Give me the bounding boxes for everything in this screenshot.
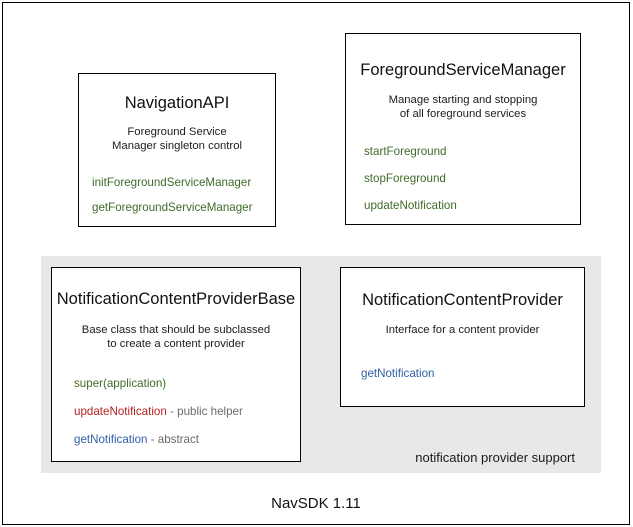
member-name: super(application) [74,377,167,390]
class-description: Interface for a content provider [341,323,584,337]
member-list: startForeground stopForeground updateNot… [346,145,580,213]
class-box-notification-content-provider-base[interactable]: NotificationContentProviderBase Base cla… [51,267,301,462]
member-name: getNotification [74,433,148,446]
class-box-foreground-service-manager[interactable]: ForegroundServiceManager Manage starting… [345,33,581,225]
member-row[interactable]: updateNotification [364,199,580,213]
member-row[interactable]: startForeground [364,145,580,159]
member-suffix: - abstract [147,433,200,446]
member-list: super(application) updateNotification - … [52,377,300,447]
member-name: startForeground [364,145,447,158]
member-row[interactable]: getNotification - abstract [74,433,300,447]
class-description-line: Foreground Service [127,126,227,138]
member-row[interactable]: getForegroundServiceManager [92,201,275,215]
class-description-line: Base class that should be subclassed [81,324,271,336]
member-row[interactable]: updateNotification - public helper [74,405,300,419]
member-name: updateNotification [364,199,457,212]
class-description-line: to create a content provider [107,338,245,350]
class-title: NotificationContentProvider [362,291,563,309]
class-title: NotificationContentProviderBase [56,290,296,308]
member-row[interactable]: super(application) [74,377,300,391]
member-name: updateNotification [74,405,167,418]
class-description-line: of all foreground services [399,108,527,120]
member-name: getForegroundServiceManager [92,201,253,214]
member-list: getNotification [341,367,584,381]
class-box-navigation-api[interactable]: NavigationAPI Foreground Service Manager… [78,73,276,227]
member-row[interactable]: initForegroundServiceManager [92,176,275,190]
class-title: NavigationAPI [124,94,230,112]
member-name: getNotification [361,367,435,380]
class-description: Base class that should be subclassed to … [52,323,300,351]
diagram-footer-caption: NavSDK 1.11 [271,495,361,512]
member-row[interactable]: stopForeground [364,172,580,186]
member-name: initForegroundServiceManager [92,176,252,189]
member-row[interactable]: getNotification [361,367,584,381]
group-panel-label: notification provider support [415,450,575,465]
class-description: Manage starting and stopping of all fore… [346,93,580,121]
class-box-notification-content-provider[interactable]: NotificationContentProvider Interface fo… [340,267,585,407]
member-suffix: - public helper [166,405,243,418]
member-list: initForegroundServiceManager getForegrou… [79,176,275,215]
class-description: Foreground Service Manager singleton con… [79,125,275,153]
member-name: stopForeground [364,172,446,185]
class-description-line: Manage starting and stopping [388,94,538,106]
class-title: ForegroundServiceManager [360,61,566,79]
class-description-line: Interface for a content provider [385,324,540,336]
class-description-line: Manager singleton control [112,140,242,152]
